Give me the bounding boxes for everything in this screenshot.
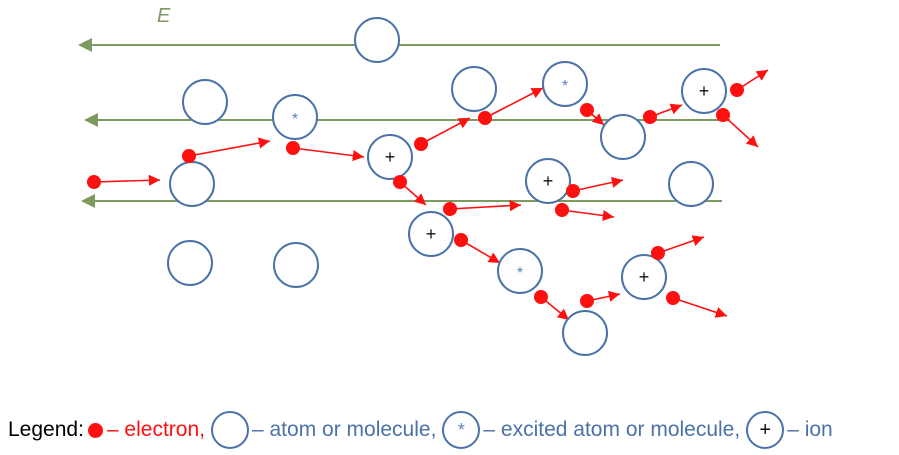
ion: [367, 134, 413, 180]
electron: [443, 202, 457, 216]
excited-symbol: *: [562, 78, 568, 95]
excited-atom: [497, 248, 543, 294]
trajectory-arrow: [484, 87, 544, 119]
atom: [182, 79, 228, 125]
ion-symbol: +: [543, 171, 554, 191]
electron: [580, 103, 594, 117]
diagram-canvas: E: [78, 5, 769, 356]
legend-atom-text: – atom or molecule,: [251, 418, 437, 441]
trajectory-arrow: [93, 174, 161, 186]
electron: [414, 137, 428, 151]
trajectory-arrow: [572, 176, 624, 192]
ion: [408, 211, 454, 257]
legend: Legend: – electron, – atom or molecule, …: [8, 408, 898, 452]
atom: [668, 161, 714, 207]
atom: [167, 240, 213, 286]
electron: [566, 184, 580, 198]
trajectory-arrow: [449, 200, 522, 212]
excited-atom: [542, 61, 588, 107]
electron: [478, 111, 492, 125]
legend-electron-text: – electron,: [106, 418, 205, 441]
trajectory-arrow: [657, 235, 705, 254]
atom: [451, 66, 497, 112]
atom: [169, 161, 215, 207]
trajectory-arrow: [420, 117, 471, 145]
electron: [580, 294, 594, 308]
ion-symbols: + + + + +: [385, 81, 710, 287]
ion-symbol: +: [699, 81, 710, 101]
trajectory-arrow: [672, 297, 728, 318]
electron: [454, 233, 468, 247]
ion: [681, 68, 727, 114]
atom: [600, 114, 646, 160]
atom: [562, 310, 608, 356]
legend-prefix: Legend:: [8, 418, 84, 441]
ion-symbol: +: [426, 224, 437, 244]
field-label: E: [157, 5, 171, 27]
electron: [730, 83, 744, 97]
ion: [621, 254, 667, 300]
legend-excited-symbol: *: [457, 419, 465, 440]
electron: [534, 290, 548, 304]
legend-atom-circle: [210, 411, 249, 449]
ion-symbol: +: [639, 267, 650, 287]
ion-symbol: +: [385, 147, 396, 167]
legend-excited-text: – excited atom or molecule,: [483, 418, 741, 441]
trajectory-arrow: [561, 209, 615, 222]
trajectory-arrow: [188, 137, 271, 157]
electron: [651, 246, 665, 260]
legend-ion-circle: +: [746, 411, 785, 449]
electrons: [87, 83, 744, 308]
electron: [182, 149, 196, 163]
electron: [87, 175, 101, 189]
trajectory-arrow: [460, 239, 501, 264]
legend-excited-circle: *: [442, 411, 481, 449]
trajectory-arrow: [722, 114, 759, 148]
electron: [716, 108, 730, 122]
excited-atom: [272, 94, 318, 140]
excited-symbol: *: [292, 111, 298, 128]
particles: [167, 17, 727, 356]
excited-symbol: *: [517, 265, 523, 282]
electron: [555, 203, 569, 217]
ion: [525, 158, 571, 204]
legend-ion-symbol: +: [759, 418, 772, 441]
excited-symbols: * * *: [292, 78, 568, 282]
electron: [393, 175, 407, 189]
legend-electron-dot: [87, 422, 103, 438]
atom: [273, 242, 319, 288]
legend-ion-text: – ion: [787, 418, 833, 441]
electron: [666, 291, 680, 305]
electron: [286, 141, 300, 155]
trajectory-arrow: [292, 147, 365, 162]
electron: [643, 110, 657, 124]
atom: [354, 17, 400, 63]
